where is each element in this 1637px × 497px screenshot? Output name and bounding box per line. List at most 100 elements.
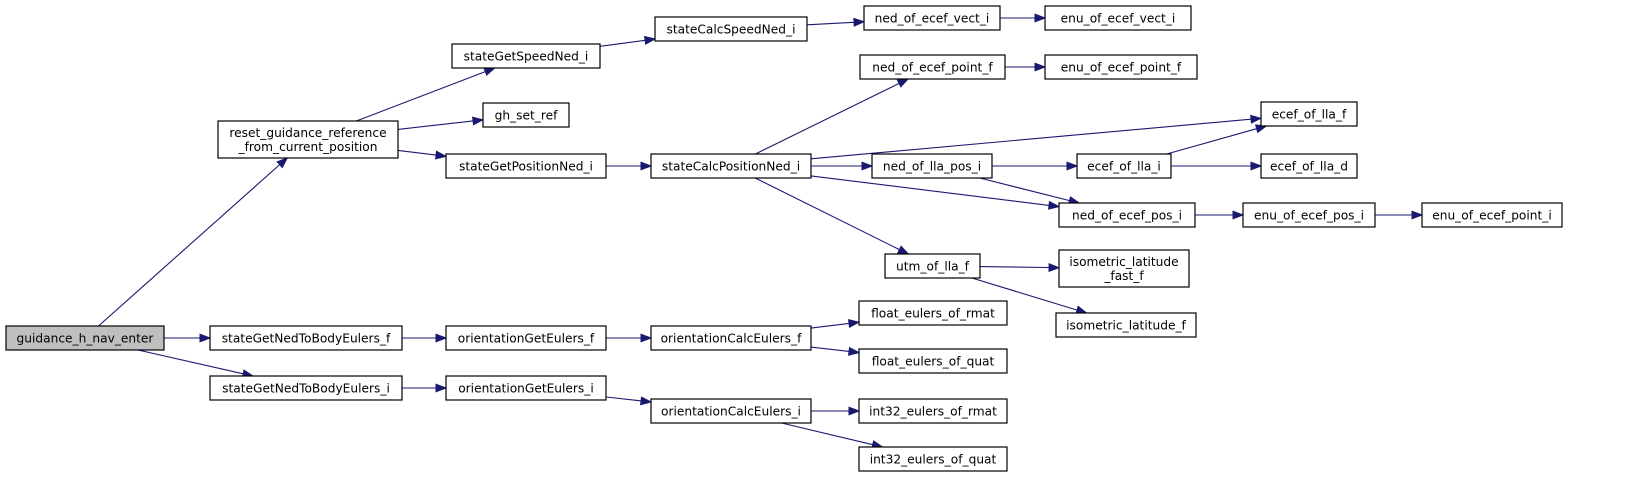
- node-box-int32-eulers-of-rmat: [858, 398, 1008, 424]
- node-stategetpositionned-i[interactable]: stateGetPositionNed_i: [445, 153, 607, 179]
- node-label-ned-of-ecef-point-f: ned_of_ecef_point_f: [872, 60, 993, 74]
- node-orientationgeteulers-i[interactable]: orientationGetEulers_i: [445, 375, 607, 401]
- node-box-ned-of-ecef-pos-i: [1058, 202, 1196, 228]
- node-float-eulers-of-rmat[interactable]: float_eulers_of_rmat: [858, 300, 1008, 326]
- node-label-int32-eulers-of-quat: int32_eulers_of_quat: [870, 452, 997, 466]
- arrowhead-statecalcpositionned-i-to-ned-of-ecef-pos-i: [1048, 200, 1061, 210]
- node-label-stategetspeedned-i: stateGetSpeedNed_i: [464, 49, 589, 63]
- node-label-enu-of-ecef-pos-i: enu_of_ecef_pos_i: [1254, 208, 1364, 222]
- arrowhead-statecalcspeedned-i-to-ned-of-ecef-vect-i: [853, 17, 866, 27]
- arrowhead-reset-guidance-reference-to-stategetspeedned-i: [483, 67, 497, 76]
- node-stategetnedtobodyeulers-i[interactable]: stateGetNedToBodyEulers_i: [209, 375, 403, 401]
- node-enu-of-ecef-point-i[interactable]: enu_of_ecef_point_i: [1421, 202, 1563, 228]
- node-float-eulers-of-quat[interactable]: float_eulers_of_quat: [858, 348, 1008, 374]
- node-label-float-eulers-of-rmat: float_eulers_of_rmat: [871, 306, 995, 320]
- node-int32-eulers-of-rmat[interactable]: int32_eulers_of_rmat: [858, 398, 1008, 424]
- arrowhead-statecalcpositionned-i-to-ned-of-ecef-point-f: [896, 78, 910, 88]
- arrowhead-statecalcpositionned-i-to-ecef-of-lla-f: [1250, 114, 1263, 124]
- node-label-gh-set-ref: gh_set_ref: [495, 108, 559, 122]
- node-box-stategetnedtobodyeulers-i: [209, 375, 403, 401]
- arrowhead-statecalcpositionned-i-to-utm-of-lla-f: [896, 245, 910, 255]
- node-orientationcalceulers-f[interactable]: orientationCalcEulers_f: [650, 325, 812, 351]
- node-label-reset-guidance-reference-line-2: _from_current_position: [238, 140, 378, 154]
- arrowhead-ned-of-lla-pos-i-to-ecef-of-lla-i: [1066, 161, 1079, 171]
- node-label-stategetnedtobodyeulers-i: stateGetNedToBodyEulers_i: [222, 381, 390, 395]
- node-ecef-of-lla-i[interactable]: ecef_of_lla_i: [1076, 153, 1172, 179]
- node-gh-set-ref[interactable]: gh_set_ref: [482, 102, 570, 128]
- node-box-statecalcpositionned-i: [650, 153, 812, 179]
- arrowhead-stategetspeedned-i-to-statecalcspeedned-i: [644, 35, 657, 45]
- node-box-reset-guidance-reference: [217, 120, 399, 159]
- node-int32-eulers-of-quat[interactable]: int32_eulers_of_quat: [858, 446, 1008, 472]
- arrowhead-ecef-of-lla-i-to-ecef-of-lla-d: [1250, 161, 1263, 171]
- edge-reset-guidance-reference-to-stategetspeedned-i: [356, 71, 486, 122]
- node-stategetnedtobodyeulers-f[interactable]: stateGetNedToBodyEulers_f: [209, 325, 403, 351]
- arrowhead-reset-guidance-reference-to-stategetpositionned-i: [435, 150, 448, 160]
- node-label-orientationgeteulers-i: orientationGetEulers_i: [458, 381, 594, 395]
- node-isometric-latitude-fast-f[interactable]: isometric_latitude_fast_f: [1058, 249, 1190, 288]
- edge-statecalcpositionned-i-to-ned-of-ecef-pos-i: [810, 175, 1050, 206]
- arrowhead-stategetnedtobodyeulers-i-to-orientationgeteulers-i: [435, 383, 448, 393]
- node-label-orientationcalceulers-f: orientationCalcEulers_f: [661, 331, 802, 345]
- node-label-float-eulers-of-quat: float_eulers_of_quat: [872, 354, 995, 368]
- arrowhead-reset-guidance-reference-to-gh-set-ref: [472, 116, 485, 126]
- node-utm-of-lla-f[interactable]: utm_of_lla_f: [884, 253, 981, 279]
- node-label-isometric-latitude-f: isometric_latitude_f: [1066, 318, 1186, 332]
- node-enu-of-ecef-pos-i[interactable]: enu_of_ecef_pos_i: [1242, 202, 1376, 228]
- node-box-ned-of-ecef-point-f: [859, 54, 1006, 80]
- node-label-utm-of-lla-f: utm_of_lla_f: [896, 259, 970, 273]
- node-box-ned-of-ecef-vect-i: [863, 5, 1001, 31]
- arrowhead-ned-of-ecef-point-f-to-enu-of-ecef-point-f: [1034, 62, 1047, 72]
- arrowhead-orientationcalceulers-i-to-int32-eulers-of-rmat: [848, 406, 861, 416]
- node-box-isometric-latitude-f: [1055, 312, 1197, 338]
- node-box-enu-of-ecef-point-i: [1421, 202, 1563, 228]
- arrowhead-stategetpositionned-i-to-statecalcpositionned-i: [640, 161, 653, 171]
- node-box-ecef-of-lla-d: [1260, 153, 1358, 179]
- node-statecalcspeedned-i[interactable]: stateCalcSpeedNed_i: [654, 16, 808, 42]
- edge-utm-of-lla-f-to-isometric-latitude-fast-f: [979, 266, 1050, 269]
- node-ned-of-lla-pos-i[interactable]: ned_of_lla_pos_i: [871, 153, 993, 179]
- node-ecef-of-lla-f[interactable]: ecef_of_lla_f: [1260, 101, 1358, 127]
- edge-orientationgeteulers-i-to-orientationcalceulers-i: [605, 396, 642, 402]
- node-box-ecef-of-lla-i: [1076, 153, 1172, 179]
- node-box-ned-of-lla-pos-i: [871, 153, 993, 179]
- arrowhead-guidance-h-nav-enter-to-stategetnedtobodyeulers-f: [199, 333, 212, 343]
- node-box-orientationcalceulers-f: [650, 325, 812, 351]
- node-label-ned-of-lla-pos-i: ned_of_lla_pos_i: [883, 159, 981, 173]
- node-box-stategetnedtobodyeulers-f: [209, 325, 403, 351]
- edge-ned-of-lla-pos-i-to-ned-of-ecef-pos-i: [979, 177, 1070, 202]
- node-orientationcalceulers-i[interactable]: orientationCalcEulers_i: [650, 398, 812, 424]
- edge-utm-of-lla-f-to-isometric-latitude-f: [971, 277, 1078, 311]
- node-label-isometric-latitude-fast-f-line-2: _fast_f: [1103, 269, 1144, 283]
- arrowhead-orientationcalceulers-f-to-float-eulers-of-quat: [848, 346, 861, 356]
- node-box-guidance-h-nav-enter: [5, 325, 165, 351]
- node-box-float-eulers-of-rmat: [858, 300, 1008, 326]
- node-guidance-h-nav-enter[interactable]: guidance_h_nav_enter: [5, 325, 165, 351]
- node-box-statecalcspeedned-i: [654, 16, 808, 42]
- node-reset-guidance-reference[interactable]: reset_guidance_reference_from_current_po…: [217, 120, 399, 159]
- edge-orientationcalceulers-i-to-int32-eulers-of-quat: [781, 422, 873, 446]
- arrowhead-enu-of-ecef-pos-i-to-enu-of-ecef-point-i: [1411, 210, 1424, 220]
- node-stategetspeedned-i[interactable]: stateGetSpeedNed_i: [451, 43, 601, 69]
- edge-statecalcpositionned-i-to-ecef-of-lla-f: [810, 118, 1252, 160]
- node-enu-of-ecef-vect-i[interactable]: enu_of_ecef_vect_i: [1044, 5, 1192, 31]
- node-label-enu-of-ecef-point-f: enu_of_ecef_point_f: [1061, 60, 1182, 74]
- node-label-ecef-of-lla-d: ecef_of_lla_d: [1270, 159, 1348, 173]
- node-ned-of-ecef-point-f[interactable]: ned_of_ecef_point_f: [859, 54, 1006, 80]
- node-ned-of-ecef-pos-i[interactable]: ned_of_ecef_pos_i: [1058, 202, 1196, 228]
- node-enu-of-ecef-point-f[interactable]: enu_of_ecef_point_f: [1044, 54, 1198, 80]
- node-isometric-latitude-f[interactable]: isometric_latitude_f: [1055, 312, 1197, 338]
- node-ecef-of-lla-d[interactable]: ecef_of_lla_d: [1260, 153, 1358, 179]
- node-statecalcpositionned-i[interactable]: stateCalcPositionNed_i: [650, 153, 812, 179]
- node-label-guidance-h-nav-enter: guidance_h_nav_enter: [17, 331, 155, 345]
- node-box-stategetspeedned-i: [451, 43, 601, 69]
- node-orientationgeteulers-f[interactable]: orientationGetEulers_f: [445, 325, 607, 351]
- node-ned-of-ecef-vect-i[interactable]: ned_of_ecef_vect_i: [863, 5, 1001, 31]
- node-label-ned-of-ecef-pos-i: ned_of_ecef_pos_i: [1072, 208, 1182, 222]
- arrowhead-utm-of-lla-f-to-isometric-latitude-fast-f: [1048, 262, 1061, 273]
- arrowhead-orientationcalceulers-f-to-float-eulers-of-rmat: [848, 318, 861, 328]
- arrowhead-ned-of-ecef-pos-i-to-enu-of-ecef-pos-i: [1232, 210, 1245, 220]
- node-box-gh-set-ref: [482, 102, 570, 128]
- edge-ecef-of-lla-i-to-ecef-of-lla-f: [1166, 128, 1257, 155]
- arrowhead-orientationgeteulers-f-to-orientationcalceulers-f: [640, 333, 653, 343]
